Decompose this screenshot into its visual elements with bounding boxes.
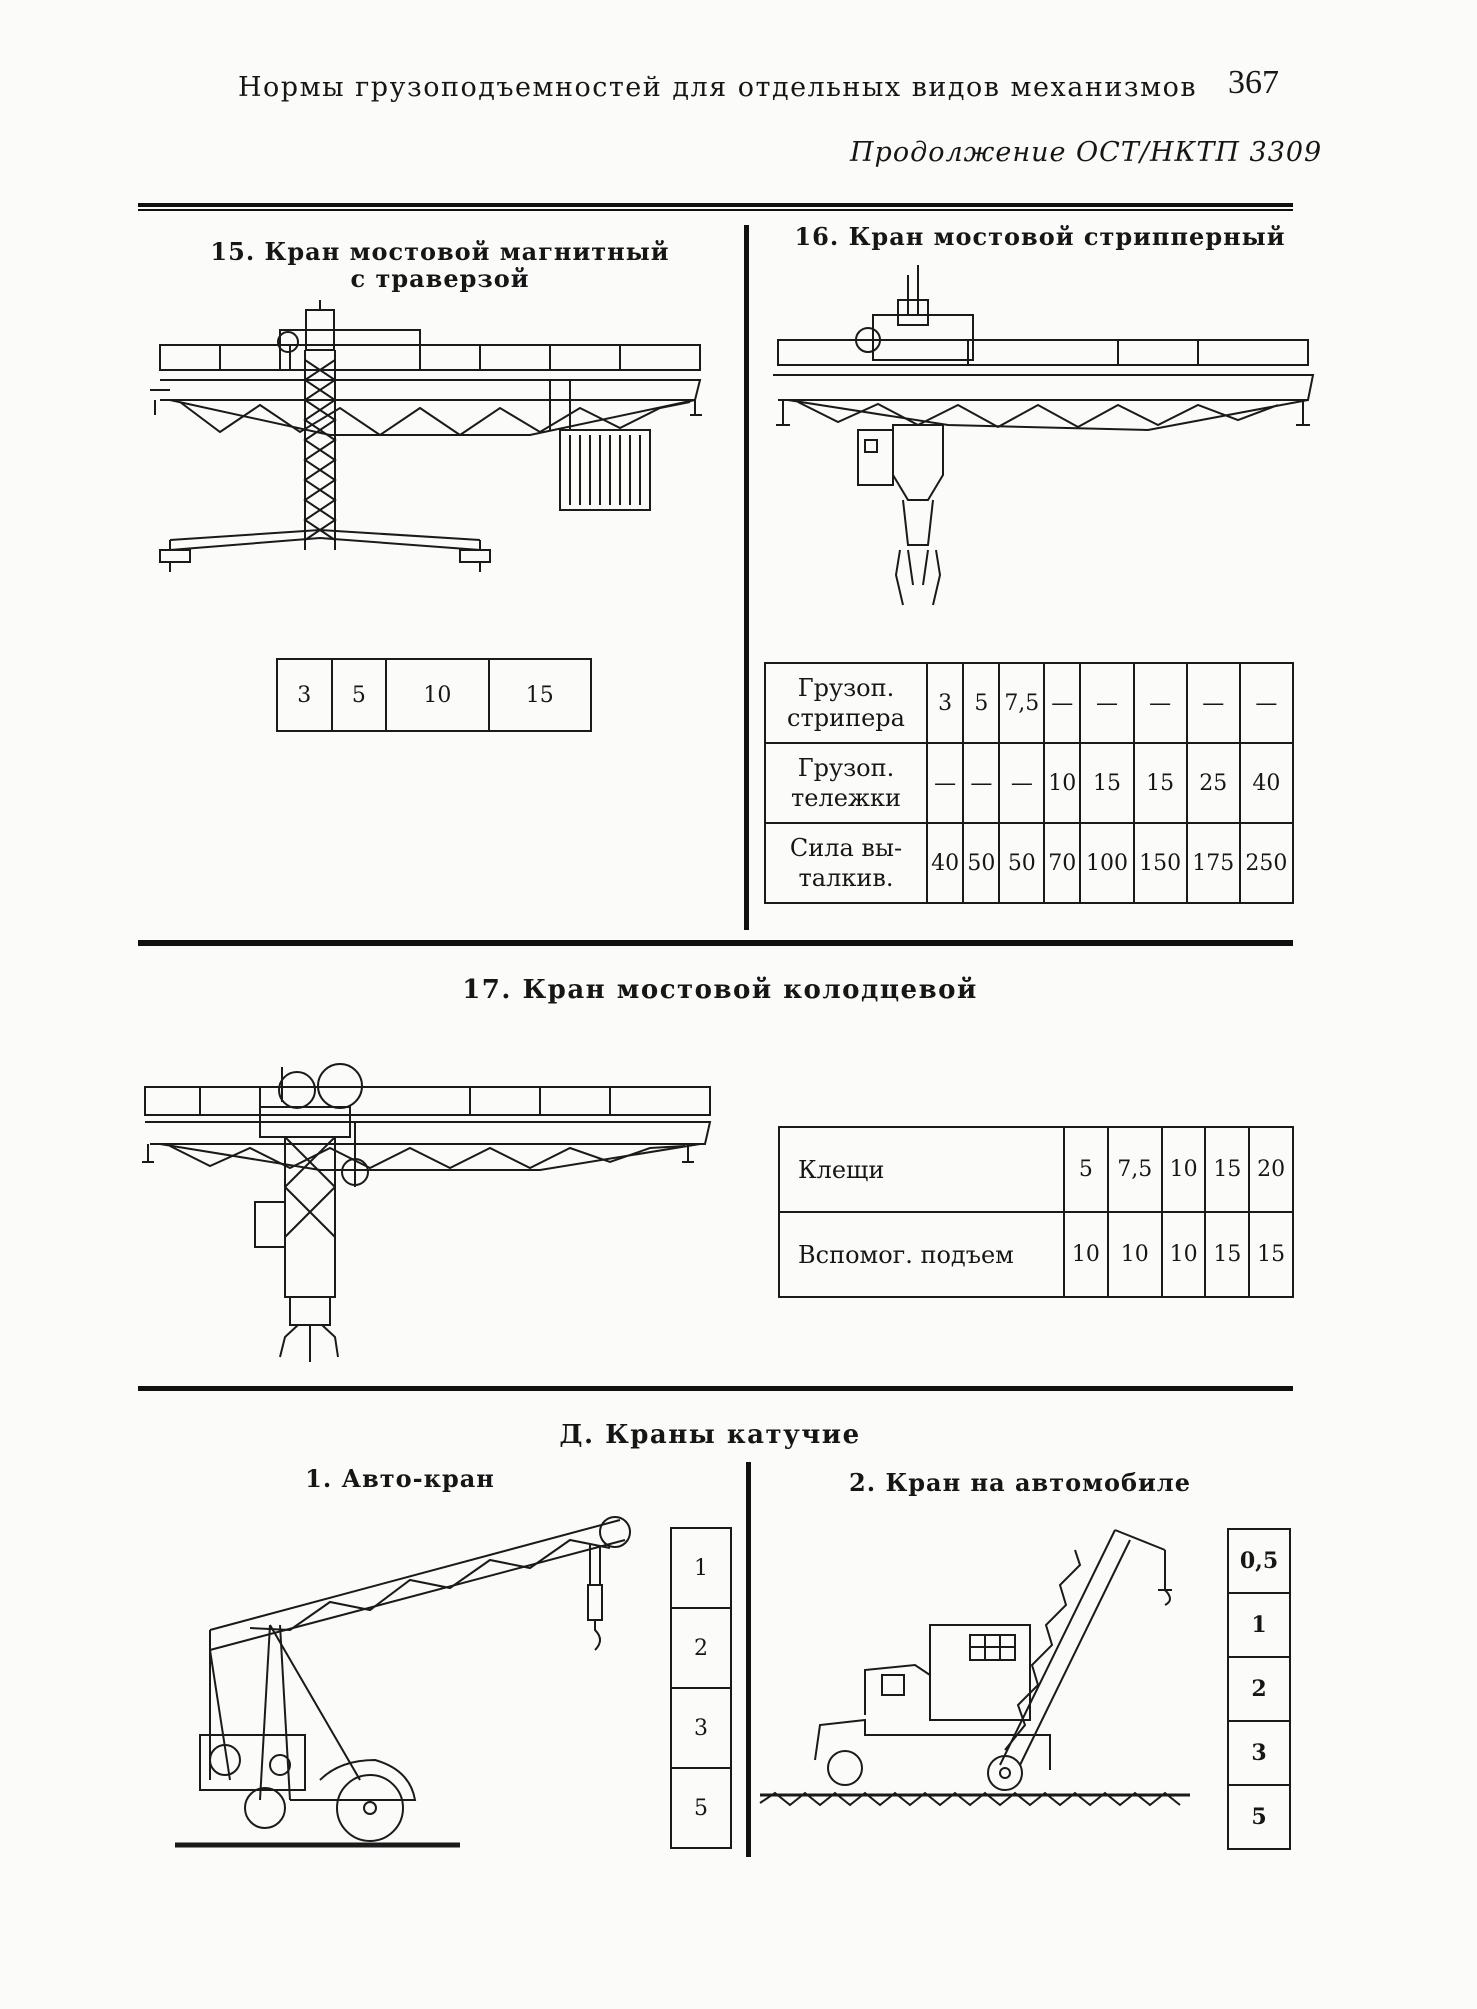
crane16-row-label: Грузоп. стрипера <box>764 662 928 744</box>
crane16-row-label-line1: Грузоп. <box>797 674 895 702</box>
crane-d2-capacity-cell: 3 <box>1227 1720 1291 1786</box>
crane-d2-capacity-table: 0,5 1 2 3 5 <box>1227 1528 1291 1850</box>
crane16-cell: — <box>998 742 1046 824</box>
crane15-capacity-cell: 5 <box>330 658 388 732</box>
crane17-cell: 15 <box>1248 1211 1294 1298</box>
crane16-title: 16. Кран мостовой стрипперный <box>794 222 1286 251</box>
crane16-cell: 25 <box>1185 742 1241 824</box>
crane15-capacity-cell: 3 <box>276 658 333 732</box>
crane16-cell: — <box>1079 662 1135 744</box>
crane16-row-label-line2: тележки <box>790 784 901 812</box>
crane-d1-capacity-cell: 5 <box>670 1767 732 1849</box>
crane17-cell: 5 <box>1063 1126 1109 1213</box>
crane16-cell: 150 <box>1132 822 1188 904</box>
crane16-cell: 40 <box>925 822 965 904</box>
crane16-cell: 100 <box>1079 822 1135 904</box>
crane15-capacity-cell: 10 <box>385 658 490 732</box>
crane-d2-capacity-cell: 5 <box>1227 1784 1291 1850</box>
crane17-cell: 15 <box>1204 1211 1251 1298</box>
crane17-cell: 10 <box>1160 1211 1207 1298</box>
crane-d1-drawing <box>170 1510 650 1850</box>
crane17-table: Клещи 5 7,5 10 15 20 Вспомог. подъем 10 … <box>778 1126 1294 1298</box>
crane16-cell: 5 <box>962 662 1001 744</box>
crane16-row-label: Грузоп. тележки <box>764 742 928 824</box>
crane17-cell: 10 <box>1063 1211 1109 1298</box>
section-rule-2 <box>138 1386 1293 1391</box>
section-d-title: Д. Краны катучие <box>559 1420 861 1450</box>
crane16-drawing <box>768 265 1328 645</box>
crane17-cell: 7,5 <box>1106 1126 1163 1213</box>
crane16-cell: — <box>1132 662 1188 744</box>
crane-d2-capacity-cell: 1 <box>1227 1592 1291 1658</box>
crane17-row-label: Вспомог. подъем <box>778 1211 1065 1298</box>
top-rule-thin <box>138 209 1293 211</box>
crane16-cell: — <box>962 742 1001 824</box>
page-header-title: Нормы грузоподъемностей для отдельных ви… <box>238 72 1198 103</box>
crane-d1-capacity-cell: 2 <box>670 1607 732 1689</box>
crane16-cell: 50 <box>998 822 1046 904</box>
column-divider-top <box>744 225 749 930</box>
crane16-cell: 7,5 <box>998 662 1046 744</box>
crane17-cell: 15 <box>1204 1126 1251 1213</box>
crane16-cell: 50 <box>962 822 1001 904</box>
crane17-cell: 20 <box>1248 1126 1294 1213</box>
crane15-title-line1: 15. Кран мостовой магнитный <box>210 237 670 266</box>
crane16-cell: — <box>1043 662 1082 744</box>
crane16-row-label-line1: Грузоп. <box>797 754 895 782</box>
crane-d2-title: 2. Кран на автомобиле <box>849 1468 1191 1497</box>
crane-d2-drawing <box>760 1525 1210 1845</box>
crane16-cell: — <box>1238 662 1295 744</box>
page-number: 367 <box>1228 64 1279 101</box>
crane15-drawing <box>150 300 710 590</box>
crane16-row-label: Сила вы- талкив. <box>764 822 928 904</box>
crane17-row-label: Клещи <box>778 1126 1065 1213</box>
top-rule <box>138 203 1293 207</box>
crane16-cell: 15 <box>1079 742 1135 824</box>
crane17-cell: 10 <box>1160 1126 1207 1213</box>
crane17-title: 17. Кран мостовой колодцевой <box>462 975 978 1005</box>
crane16-row-label-line2: талкив. <box>798 864 894 892</box>
crane-d2-capacity-cell: 2 <box>1227 1656 1291 1722</box>
crane-d1-title: 1. Авто-кран <box>305 1464 495 1493</box>
crane15-title-line2: с траверзой <box>350 264 530 293</box>
crane-d1-capacity-table: 1 2 3 5 <box>670 1527 732 1849</box>
crane16-table: Грузоп. стрипера 3 5 7,5 — — — — — Грузо… <box>764 662 1295 904</box>
crane15-capacity-cell: 15 <box>487 658 593 732</box>
crane16-cell: 250 <box>1238 822 1295 904</box>
crane-d1-capacity-cell: 3 <box>670 1687 732 1769</box>
crane15-capacity-table: 3 5 10 15 <box>276 658 593 732</box>
crane16-cell: 3 <box>925 662 965 744</box>
crane16-row-label-line1: Сила вы- <box>789 834 903 862</box>
crane16-cell: 175 <box>1185 822 1241 904</box>
crane-d2-capacity-cell: 0,5 <box>1227 1528 1291 1594</box>
section-rule-1 <box>138 940 1293 946</box>
continuation-note: Продолжение ОСТ/НКТП 3309 <box>850 137 1323 168</box>
crane16-cell: 10 <box>1043 742 1082 824</box>
crane17-drawing <box>140 1062 720 1362</box>
crane16-row-label-line2: стрипера <box>787 704 905 732</box>
crane16-cell: — <box>1185 662 1241 744</box>
crane16-cell: 40 <box>1238 742 1295 824</box>
crane16-cell: 15 <box>1132 742 1188 824</box>
crane15-title: 15. Кран мостовой магнитный с траверзой <box>190 238 690 292</box>
column-divider-bottom <box>746 1462 751 1857</box>
crane16-cell: 70 <box>1043 822 1082 904</box>
crane17-cell: 10 <box>1106 1211 1163 1298</box>
crane16-cell: — <box>925 742 965 824</box>
crane-d1-capacity-cell: 1 <box>670 1527 732 1609</box>
